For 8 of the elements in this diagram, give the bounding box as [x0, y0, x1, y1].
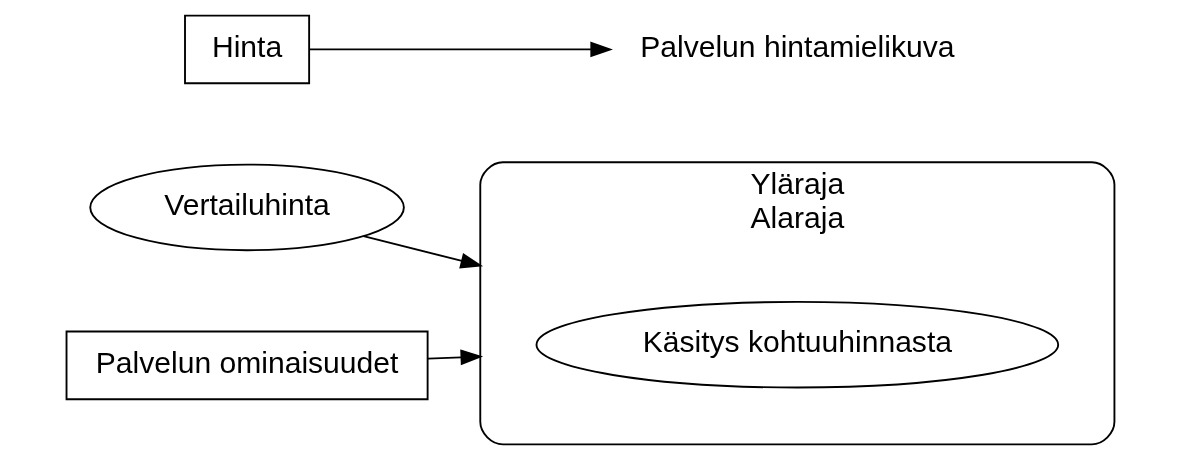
- node-ellipse: Käsitys kohtuuhinnasta: [535, 300, 1059, 389]
- arrow: [426, 349, 483, 366]
- node-text: Palvelun hintamielikuva: [639, 29, 955, 63]
- node-ellipse: Vertailuhinta: [88, 163, 405, 252]
- node-box: Palvelun ominaisuudet: [65, 330, 429, 401]
- arrow: [362, 235, 483, 269]
- arrow: [308, 41, 613, 58]
- node-box: Hinta: [183, 14, 310, 85]
